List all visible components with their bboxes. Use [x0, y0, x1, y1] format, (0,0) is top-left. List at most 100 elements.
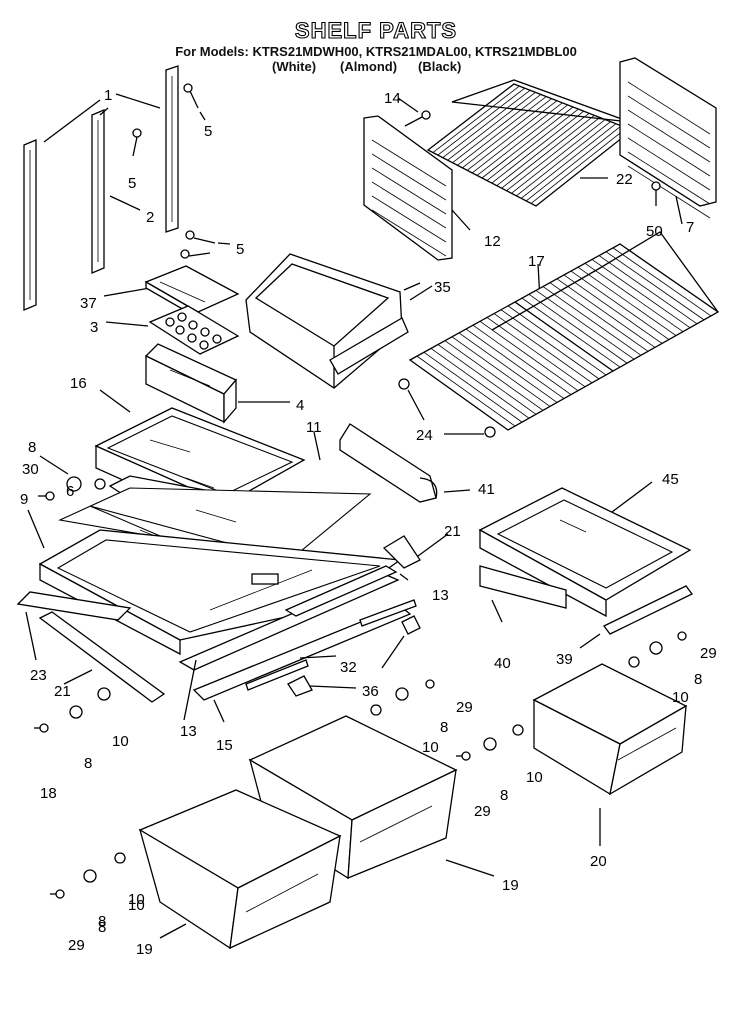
- wire-rod: [371, 195, 447, 243]
- wire-rod: [465, 328, 565, 399]
- wire-rod: [556, 278, 656, 348]
- wire-rod: [627, 123, 711, 177]
- callout-c6: 6: [66, 483, 75, 500]
- wire-rod: [605, 251, 705, 321]
- wire-rod: [528, 293, 628, 364]
- callout-c22: 22: [616, 171, 633, 188]
- screw-5-bottom-a: [185, 230, 216, 244]
- callout-c9: 9: [20, 491, 29, 508]
- part-12-bracket: [363, 115, 453, 261]
- screw-5-mid: [132, 128, 142, 157]
- shelf-rail-left: [23, 139, 37, 311]
- wire-rod: [598, 255, 698, 325]
- wire-rod: [462, 98, 552, 169]
- wire-rod: [457, 96, 547, 166]
- callout-c40: 40: [494, 655, 511, 672]
- callout-c8g: 8: [98, 913, 107, 930]
- part-17-wire-shelf: [408, 231, 720, 431]
- wire-rod: [535, 290, 635, 360]
- wire-rod: [486, 108, 579, 181]
- wire-rod: [501, 115, 595, 189]
- fasteners-lower: [34, 631, 687, 899]
- wire-rod: [416, 355, 516, 427]
- finish-white: (White): [272, 59, 317, 74]
- wire-rod: [458, 332, 558, 403]
- callout-c13a: 13: [432, 587, 449, 604]
- callout-c29c: 29: [474, 803, 491, 820]
- wire-rod: [452, 94, 542, 164]
- wire-rod: [627, 95, 711, 149]
- callout-c8c: 8: [440, 719, 449, 736]
- callout-c3: 3: [90, 319, 99, 336]
- part-36-clip: [287, 615, 421, 697]
- callout-c39: 39: [556, 651, 573, 668]
- part-13-slides: [178, 565, 400, 671]
- wire-rod: [577, 266, 677, 336]
- callout-c41: 41: [478, 481, 495, 498]
- screw-5-top: [183, 83, 199, 109]
- wire-rod: [507, 305, 607, 376]
- wire-rod: [612, 247, 712, 317]
- wire-rod: [627, 81, 711, 135]
- part-15-slide: [192, 605, 412, 701]
- part-41-trim: [339, 423, 438, 503]
- part-32-gear: [245, 599, 417, 691]
- callout-c20: 20: [590, 853, 607, 870]
- wire-rod: [430, 348, 530, 419]
- wire-rod: [591, 259, 691, 329]
- callout-c10d: 10: [526, 769, 543, 786]
- callout-c21a: 21: [444, 523, 461, 540]
- wire-rod: [423, 351, 523, 423]
- callout-c2: 2: [146, 209, 155, 226]
- wire-rod: [471, 102, 563, 174]
- callout-c19a: 19: [502, 877, 519, 894]
- callout-c5a: 5: [204, 123, 213, 140]
- wire-rod: [371, 139, 447, 187]
- wire-rod: [444, 340, 544, 411]
- part-24-shelf-ends: [398, 378, 496, 438]
- part-40-rail: [479, 565, 567, 609]
- callout-c12: 12: [484, 233, 501, 250]
- callout-c8d: 8: [84, 755, 93, 772]
- callout-c29b: 29: [456, 699, 473, 716]
- part-19-crisper-left: [138, 789, 342, 950]
- screw-5-bottom-b: [180, 249, 211, 259]
- callout-c23: 23: [30, 667, 47, 684]
- callout-c37: 37: [80, 295, 97, 312]
- part-20-crisper: [532, 663, 688, 796]
- wire-rod: [481, 106, 574, 179]
- wire-rod: [627, 109, 711, 163]
- wire-rod: [500, 309, 600, 380]
- part-39-rail: [603, 585, 693, 635]
- wire-rod: [451, 336, 551, 407]
- wire-rod: [371, 209, 447, 257]
- callout-c29d: 29: [68, 937, 85, 954]
- wire-rod: [432, 85, 520, 153]
- fasteners-upper-left: [38, 476, 106, 501]
- callout-c1: 1: [104, 87, 113, 104]
- wire-rod: [437, 87, 525, 156]
- callout-c45: 45: [662, 471, 679, 488]
- finish-almond: (Almond): [340, 59, 398, 74]
- wire-rod: [563, 274, 663, 344]
- screw-50: [651, 181, 661, 206]
- callout-c32: 32: [340, 659, 357, 676]
- finish-black: (Black): [418, 59, 462, 74]
- wire-rod: [437, 344, 537, 415]
- callout-c8f: 8: [98, 919, 107, 936]
- wire-rod: [525, 125, 622, 202]
- shelf-rail-right: [165, 65, 179, 233]
- wire-rod: [584, 263, 684, 332]
- part-35-bin: [245, 253, 421, 389]
- wire-rod: [491, 110, 584, 184]
- part-4-bin: [144, 343, 238, 424]
- shelf-rail-center: [91, 109, 105, 274]
- wire-rod: [486, 317, 586, 388]
- callout-c10b: 10: [422, 739, 439, 756]
- leader-lines-upper-left: [43, 93, 290, 413]
- part-45-shelf: [478, 487, 692, 618]
- wire-rod: [570, 270, 670, 340]
- callout-c18: 18: [40, 785, 57, 802]
- wire-rod: [447, 92, 536, 161]
- callout-c10c: 10: [112, 733, 129, 750]
